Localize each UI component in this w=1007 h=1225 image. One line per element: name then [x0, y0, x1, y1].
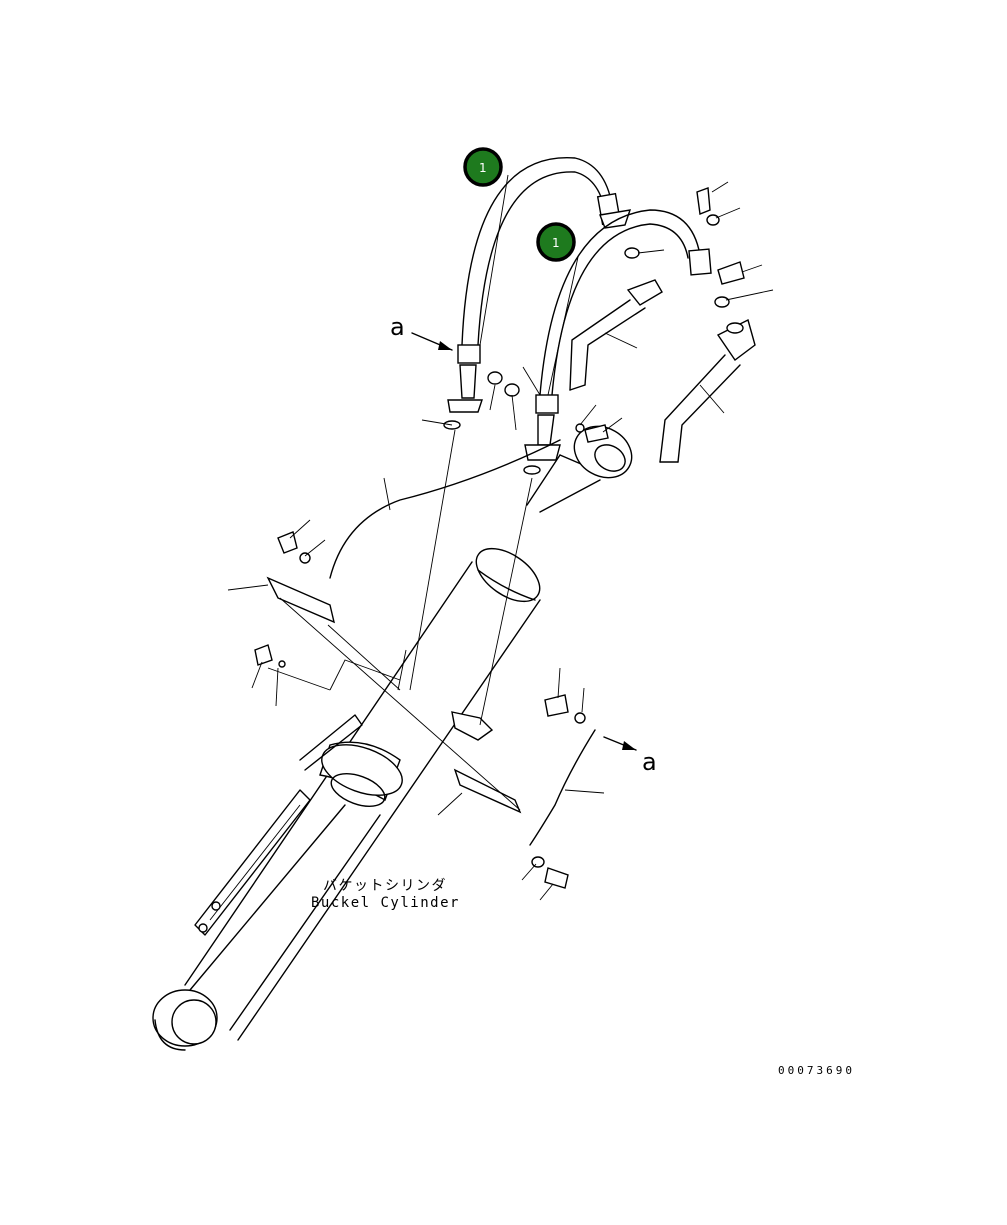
arrow-mark-upper: a [390, 313, 405, 341]
part-label-english: Buckel Cylinder [311, 895, 460, 911]
fasteners [254, 187, 745, 889]
bucket-cylinder [152, 425, 633, 1051]
arrow-upper [411, 332, 453, 351]
callout-number: 1 [479, 161, 487, 175]
hose-left [447, 157, 632, 413]
brackets [266, 576, 522, 814]
pipes [569, 279, 756, 463]
arrow-mark-lower: a [642, 748, 657, 776]
leader-lines [227, 174, 774, 901]
callout-number: 1 [552, 236, 560, 250]
drawing-code: 00073690 [778, 1064, 855, 1077]
part-label-japanese: バケットシリンダ [323, 878, 447, 894]
callout-1-upper: 1 [463, 147, 503, 187]
arrow-lower [603, 736, 637, 751]
callout-1-lower: 1 [536, 222, 576, 262]
ground-cables [329, 439, 596, 846]
